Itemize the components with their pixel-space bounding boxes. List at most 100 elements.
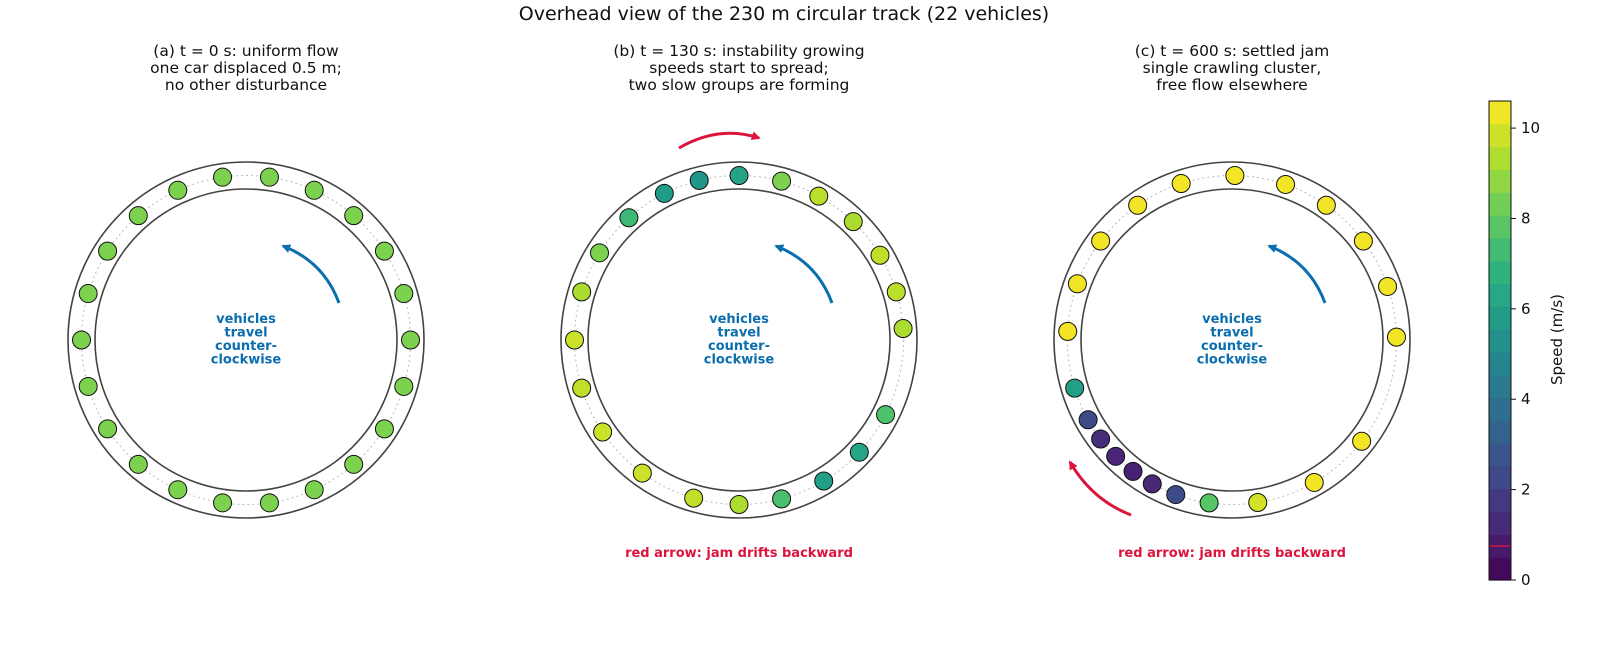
vehicle-marker	[876, 405, 896, 425]
vehicle-marker	[394, 284, 414, 304]
figure-title: Overhead view of the 230 m circular trac…	[519, 3, 1049, 25]
vehicle-marker	[814, 471, 834, 491]
vehicle-marker	[78, 376, 98, 396]
panel-title-line: speeds start to spread;	[649, 59, 828, 77]
vehicle-marker	[72, 330, 91, 350]
colorbar-tick-label: 10	[1521, 119, 1540, 137]
colorbar-level	[1489, 283, 1511, 307]
colorbar-tick-label: 0	[1521, 571, 1531, 589]
vehicle-marker	[78, 284, 98, 304]
colorbar-tick-label: 2	[1521, 481, 1531, 499]
vehicle-marker	[128, 454, 148, 474]
vehicle-marker	[619, 208, 639, 228]
panel-title-line: single crawling cluster,	[1143, 59, 1322, 77]
direction-arrow	[1267, 244, 1327, 304]
track-outer-edge	[560, 161, 918, 519]
panel-title-line: no other disturbance	[165, 76, 327, 94]
vehicle-marker	[168, 180, 188, 200]
direction-label-line: travel	[717, 326, 760, 341]
colorbar-tick-label: 4	[1521, 390, 1531, 408]
colorbar-frame	[1488, 100, 1512, 581]
direction-label-line: vehicles	[709, 312, 769, 327]
direction-arrow	[281, 244, 341, 304]
panel-title-line: (c) t = 600 s: settled jam	[1135, 42, 1329, 60]
panel-title-line: two slow groups are forming	[629, 76, 850, 94]
colorbar-level	[1489, 146, 1511, 171]
colorbar-level	[1489, 443, 1511, 467]
vehicle-marker	[1199, 493, 1219, 513]
colorbar-level	[1489, 260, 1511, 285]
vehicle-marker	[1171, 174, 1191, 194]
direction-label-line: vehicles	[1202, 312, 1262, 327]
vehicle-marker	[259, 167, 279, 187]
vehicle-marker	[213, 493, 233, 513]
vehicle-marker	[1067, 274, 1087, 294]
vehicle-marker	[1352, 431, 1372, 451]
panel-title-line: (a) t = 0 s: uniform flow	[153, 42, 339, 60]
vehicle-marker	[1123, 461, 1143, 481]
vehicle-marker	[632, 463, 652, 483]
vehicle-marker	[98, 241, 118, 261]
jam-note: red arrow: jam drifts backward	[625, 546, 853, 561]
colorbar-level	[1489, 397, 1511, 421]
colorbar-level	[1489, 101, 1511, 125]
vehicle-marker	[374, 419, 394, 439]
vehicle-marker	[1091, 429, 1111, 449]
panel-title-line: one car displaced 0.5 m;	[150, 59, 342, 77]
vehicle-marker	[394, 376, 414, 396]
colorbar-tick-label: 8	[1521, 209, 1531, 227]
vehicle-marker	[1378, 276, 1398, 296]
vehicle-marker	[1386, 327, 1406, 347]
colorbar-level	[1489, 237, 1511, 262]
colorbar-tick-label: 6	[1521, 300, 1531, 318]
vehicle-marker	[689, 170, 709, 190]
direction-label-line: counter-	[708, 339, 770, 354]
direction-label-line: counter-	[215, 339, 277, 354]
vehicle-marker	[1058, 321, 1078, 341]
vehicle-marker	[1276, 174, 1296, 194]
vehicle-marker	[98, 419, 118, 439]
vehicle-marker	[1304, 472, 1324, 492]
vehicle-marker	[849, 442, 869, 462]
vehicle-marker	[572, 378, 592, 398]
direction-label-line: counter-	[1201, 339, 1263, 354]
vehicle-marker	[344, 454, 364, 474]
jam-note: red arrow: jam drifts backward	[1118, 546, 1346, 561]
colorbar-level	[1489, 511, 1511, 535]
vehicle-marker	[1065, 378, 1085, 398]
vehicle-marker	[565, 330, 584, 350]
colorbar-level	[1489, 123, 1511, 148]
vehicle-marker	[589, 243, 609, 263]
vehicle-marker	[213, 167, 233, 187]
vehicle-marker	[843, 212, 863, 232]
vehicle-marker	[1142, 474, 1162, 494]
track-inner-edge	[1080, 188, 1384, 492]
direction-label-line: clockwise	[704, 353, 775, 368]
vehicle-marker	[886, 282, 906, 302]
vehicle-marker	[593, 422, 613, 442]
direction-arrow	[774, 244, 834, 304]
jam-drift-arrow	[1068, 460, 1132, 517]
direction-label-line: travel	[1210, 326, 1253, 341]
jam-drift-arrow	[678, 131, 761, 150]
vehicle-marker	[772, 171, 792, 191]
direction-label-line: travel	[224, 326, 267, 341]
colorbar-level	[1489, 215, 1511, 239]
panel-title-line: (b) t = 130 s: instability growing	[613, 42, 864, 60]
direction-label-line: clockwise	[1197, 353, 1268, 368]
direction-label-line: vehicles	[216, 312, 276, 327]
panel-title-line: free flow elsewhere	[1156, 76, 1307, 94]
vehicle-marker	[870, 245, 890, 265]
colorbar-level	[1489, 306, 1511, 330]
colorbar-level	[1489, 329, 1511, 353]
vehicle-marker	[572, 282, 592, 302]
vehicle-marker	[128, 206, 148, 226]
vehicle-marker	[1078, 410, 1098, 430]
